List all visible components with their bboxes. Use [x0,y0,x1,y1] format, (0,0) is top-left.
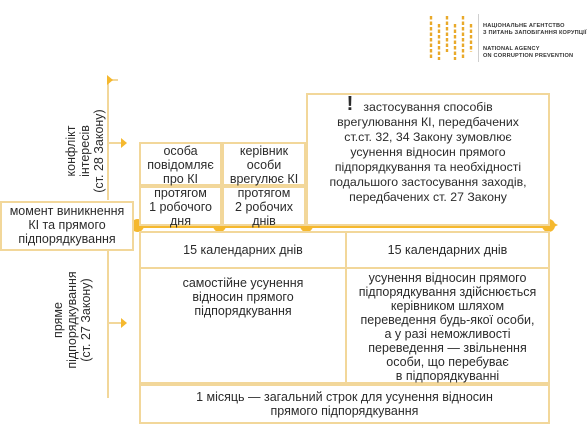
head-elimination-box [345,267,550,384]
person-notifies-box [139,142,222,186]
head-settles-text: керівник особи врегулює КІ [229,144,299,186]
application-box [306,93,550,226]
within-2-days-box [222,186,306,226]
logo-divider [478,14,479,62]
warning-icon: ! [346,93,354,115]
within-2-days-text: протягом 2 робочих днів [235,186,293,228]
month-total-text: 1 місяць — загальний строк для усунення … [196,390,493,418]
within-1-day-box [139,186,222,226]
nazk-logo-icon [429,16,473,60]
person-notifies-text: особа повідомляє про КІ [147,144,214,186]
head-settles-box [222,142,306,186]
logo-en-line1: NATIONAL AGENCY [483,46,540,52]
self-elimination-box [139,267,347,384]
conflict-label: конфлікт інтересів (ст. 28 Закону) [64,109,106,193]
logo-ua-line1: НАЦІОНАЛЬНЕ АГЕНТСТВО [483,23,565,29]
month-total-box [139,384,550,424]
days-right-text: 15 календарних днів [387,243,508,257]
self-elimination-text: самостійне усунення відносин прямого під… [182,276,304,318]
moment-box [0,201,134,251]
days-right-box [345,231,550,269]
days-left-text: 15 календарних днів [183,243,303,257]
application-text: застосування способів врегулювання КІ, п… [329,100,527,204]
within-1-day-text: протягом 1 робочого дня [149,186,212,228]
moment-label: момент виникнення КІ та прямого підпоряд… [9,204,125,246]
direct-label: пряме підпорядкування (ст. 27 Закону) [51,271,93,369]
head-elimination-text: усунення відносин прямого підпорядкуванн… [358,271,537,383]
logo-en-line2: ON CORRUPTION PREVENTION [483,53,574,59]
logo-ua-line2: З ПИТАНЬ ЗАПОБІГАННЯ КОРУПЦІЇ [483,30,587,36]
nazk-logo [427,14,477,62]
